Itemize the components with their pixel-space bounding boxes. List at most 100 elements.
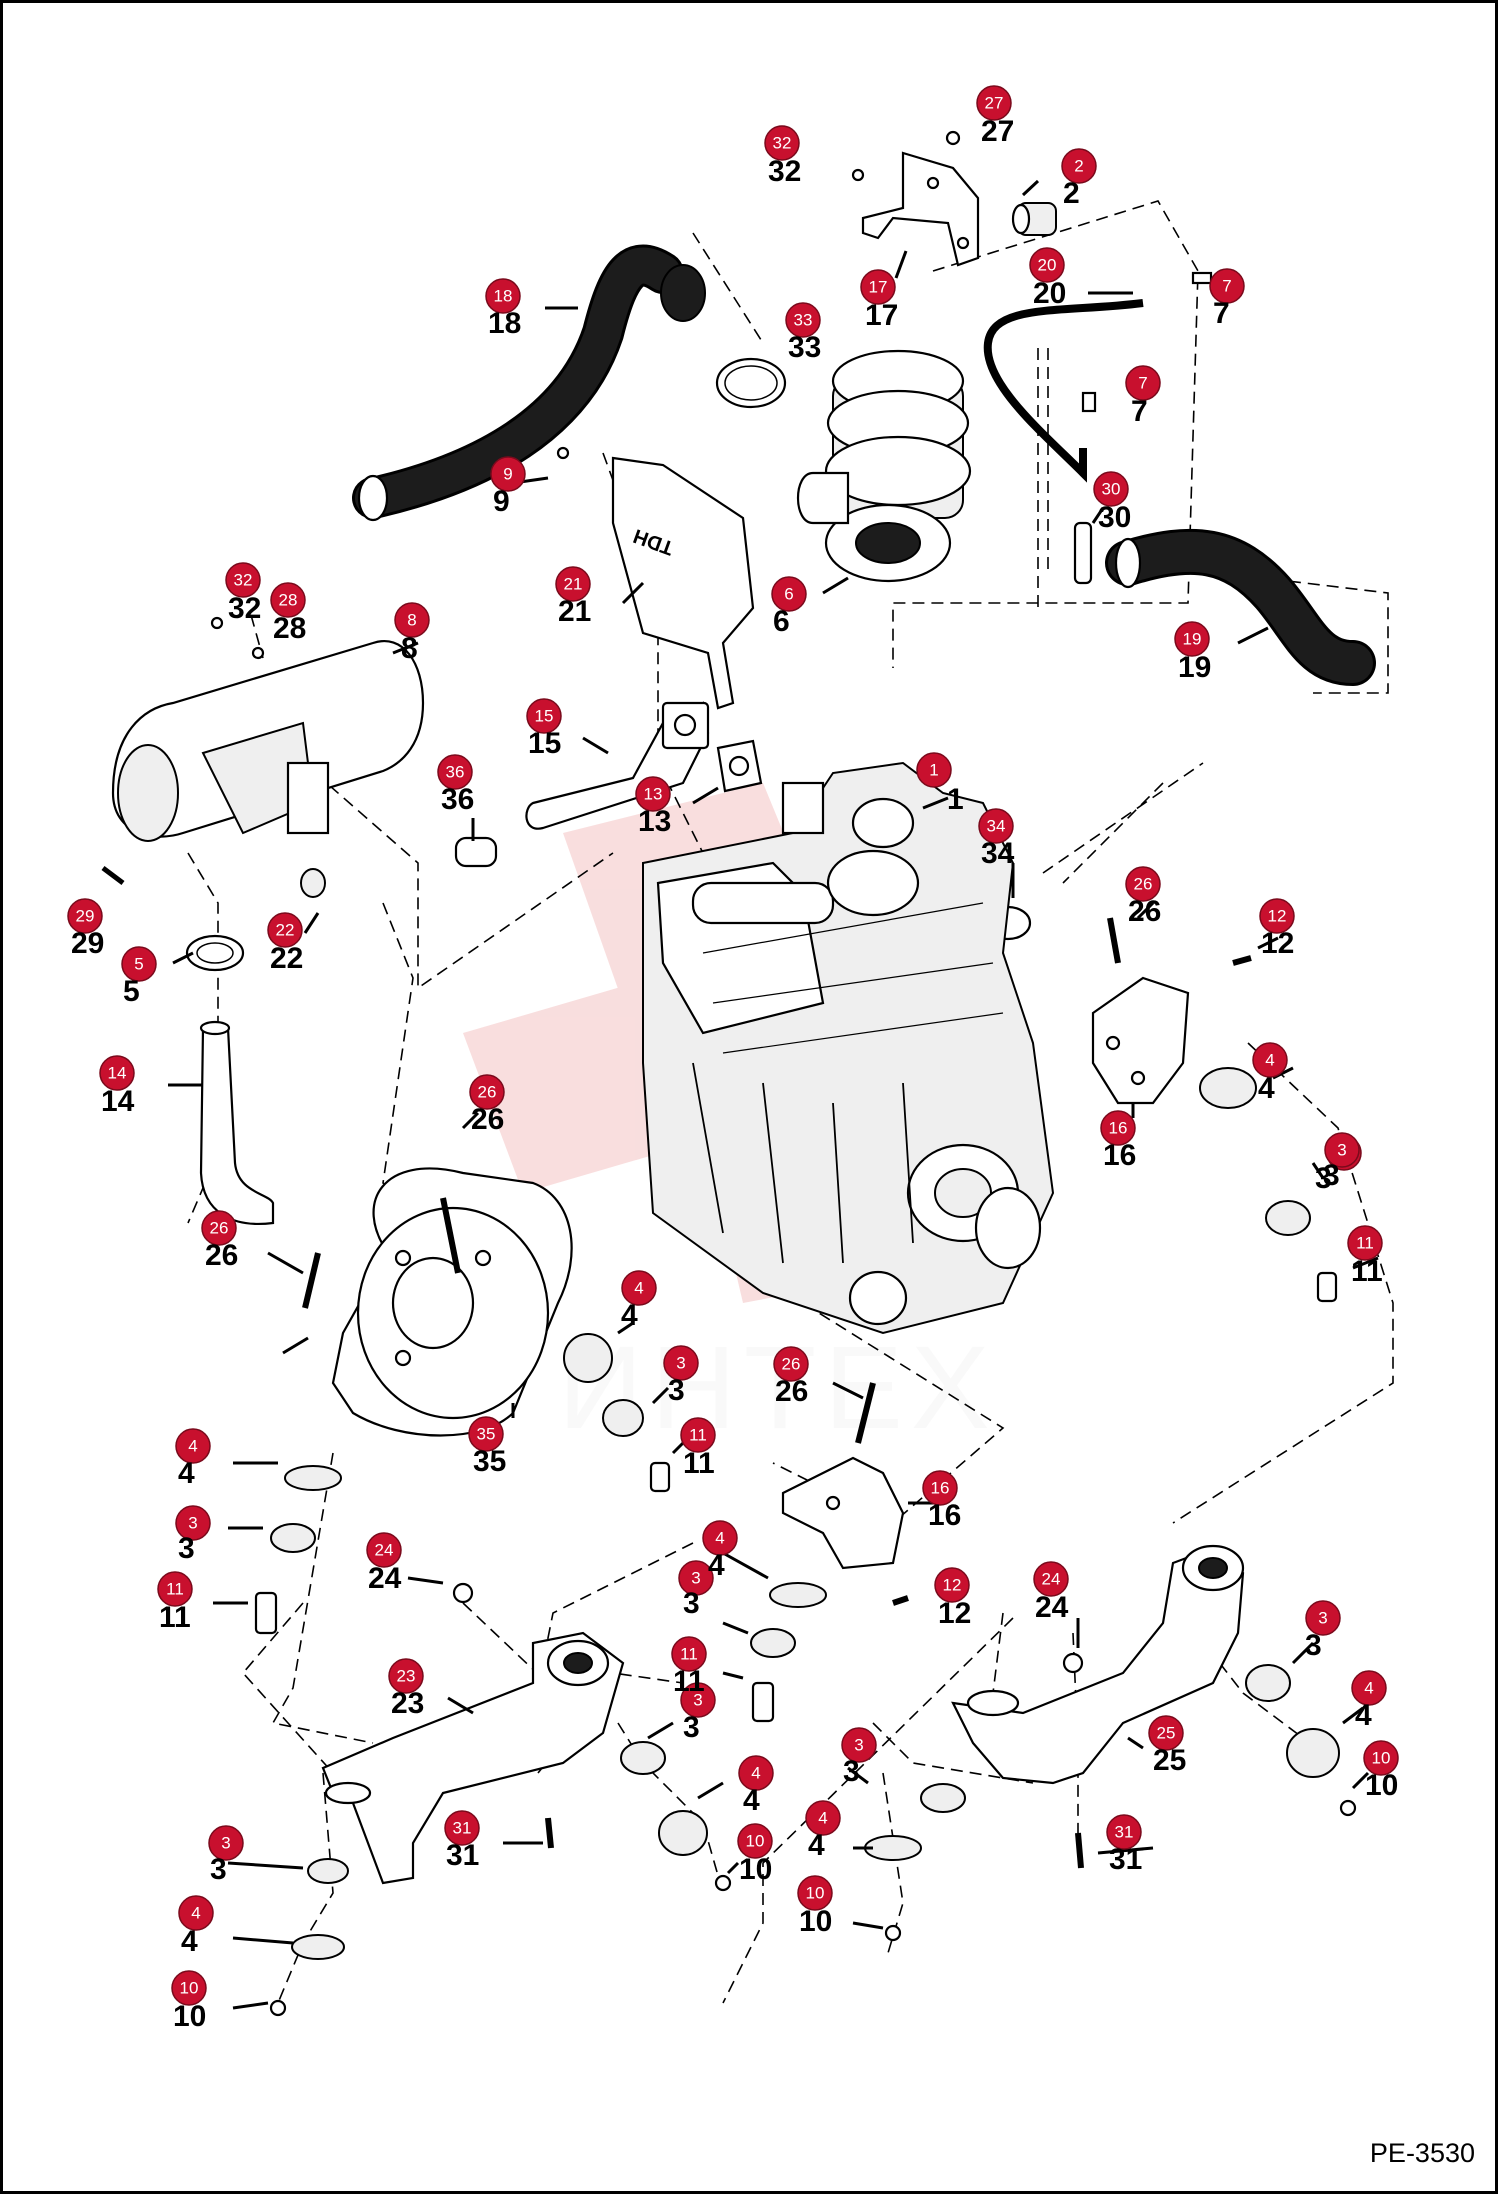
- leader-lines: [168, 179, 1379, 2010]
- callout-label-14: 14: [101, 1085, 135, 1118]
- callout-label-4: 4: [743, 1784, 760, 1817]
- callout-label-12: 12: [1261, 927, 1294, 960]
- mount-bracket-25: [951, 1544, 1245, 1785]
- callout-label-13: 13: [638, 805, 671, 838]
- callout-badge: [1033, 1561, 1069, 1597]
- callout-label-3: 3: [1323, 1159, 1340, 1192]
- callout-badge: [680, 1417, 716, 1453]
- callout-label-6: 6: [773, 605, 790, 638]
- callout-marker-5: 5: [121, 946, 157, 982]
- callout-label-22: 22: [270, 942, 303, 975]
- callout-marker-3: 3: [1324, 1132, 1360, 1168]
- callout-badge: [1324, 1132, 1360, 1168]
- callout-badge-number: 20: [1038, 256, 1057, 275]
- muffler-8: [111, 640, 425, 842]
- callout-badge: [785, 302, 821, 338]
- callout-marker-31: 31: [1106, 1814, 1142, 1850]
- callout-marker-16: 16: [1100, 1110, 1136, 1146]
- engine-1: [642, 761, 1055, 1335]
- callout-marker-26: 26: [469, 1074, 505, 1110]
- callout-badge: [175, 1428, 211, 1464]
- callout-label-15: 15: [528, 727, 561, 760]
- callout-marker-9: 9: [490, 456, 526, 492]
- callout-badge: [916, 752, 952, 788]
- hose-clamp-33: [715, 357, 787, 409]
- callout-label-18: 18: [488, 307, 521, 340]
- callout-badge-number: 11: [166, 1580, 184, 1599]
- hose-fittings-7: [1081, 271, 1213, 413]
- callout-badge: [678, 1560, 714, 1596]
- callout-badge-number: 10: [746, 1832, 765, 1851]
- callout-badge: [773, 1346, 809, 1382]
- callout-marker-3: 3: [663, 1345, 699, 1381]
- callout-marker-7: 7: [1125, 365, 1161, 401]
- bolts: [101, 130, 1357, 2017]
- callout-marker-20: 20: [1029, 247, 1065, 283]
- callout-marker-4: 4: [621, 1270, 657, 1306]
- callout-badge-number: 10: [180, 1979, 199, 1998]
- callout-badge: [99, 1055, 135, 1091]
- callout-badge: [526, 698, 562, 734]
- callout-label-26: 26: [205, 1239, 238, 1272]
- callout-label-10: 10: [1365, 1769, 1398, 1802]
- callout-badge: [771, 576, 807, 612]
- callout-label-31: 31: [446, 1839, 479, 1872]
- callout-badge-number: 31: [1115, 1823, 1134, 1842]
- callout-marker-11: 11: [157, 1571, 193, 1607]
- callout-marker-4: 4: [178, 1895, 214, 1931]
- callout-label-36: 36: [441, 783, 474, 816]
- callout-marker-6: 6: [771, 576, 807, 612]
- callout-badge: [178, 1895, 214, 1931]
- callout-label-4: 4: [808, 1829, 825, 1862]
- callout-label-4: 4: [181, 1925, 198, 1958]
- callout-label-5: 5: [123, 975, 140, 1008]
- callout-badge: [671, 1636, 707, 1672]
- callout-marker-35: 35: [468, 1416, 504, 1452]
- callout-badge: [1252, 1042, 1288, 1078]
- mounting-bracket-17: [861, 151, 980, 267]
- callout-marker-33: 33: [785, 302, 821, 338]
- callout-label-10: 10: [739, 1853, 772, 1886]
- callout-marker-19: 19: [1174, 621, 1210, 657]
- callout-badge-number: 6: [784, 585, 793, 604]
- callouts: 1122333333333333333333444444444444444455…: [67, 85, 1399, 2033]
- callout-badge-number: 3: [1318, 1609, 1327, 1628]
- callout-badge-number: 1: [929, 761, 938, 780]
- callout-marker-21: 21: [555, 566, 591, 602]
- callout-label-11: 11: [1351, 1255, 1383, 1288]
- callout-badge-number: 26: [210, 1219, 229, 1238]
- callout-label-10: 10: [799, 1905, 832, 1938]
- intake-hose-lower: [1105, 528, 1376, 686]
- callout-badge-number: 22: [276, 921, 295, 940]
- callout-badge-number: 3: [691, 1569, 700, 1588]
- callout-badge: [1174, 621, 1210, 657]
- callout-badge: [635, 776, 671, 812]
- intake-hose-upper: [352, 244, 706, 522]
- callout-label-31: 31: [1109, 1843, 1142, 1876]
- bushing-2: [1011, 202, 1057, 236]
- callout-marker-3: 3: [1305, 1600, 1341, 1636]
- callout-badge-number: 12: [1268, 907, 1287, 926]
- callout-badge: [555, 566, 591, 602]
- callout-badge-number: 13: [644, 785, 663, 804]
- callout-label-8: 8: [401, 632, 418, 665]
- callout-badge-number: 34: [987, 817, 1006, 836]
- callout-badge: [1061, 148, 1097, 184]
- callout-badge-number: 15: [535, 707, 554, 726]
- callout-label-28: 28: [273, 612, 306, 645]
- callout-marker-14: 14: [99, 1055, 135, 1091]
- callout-marker-3: 3: [678, 1560, 714, 1596]
- gasket-13: [716, 739, 763, 793]
- callout-label-12: 12: [938, 1597, 971, 1630]
- callout-marker-11: 11: [1347, 1225, 1383, 1261]
- callout-label-3: 3: [1315, 1162, 1332, 1195]
- callout-label-23: 23: [391, 1687, 424, 1720]
- callout-badge: [171, 1970, 207, 2006]
- callout-badge: [437, 754, 473, 790]
- callout-badge: [485, 278, 521, 314]
- callout-badge: [1148, 1715, 1184, 1751]
- callout-badge-number: 19: [1183, 630, 1202, 649]
- callout-marker-3: 3: [208, 1825, 244, 1861]
- callout-badge-number: 10: [806, 1884, 825, 1903]
- callout-badge-number: 4: [818, 1809, 827, 1828]
